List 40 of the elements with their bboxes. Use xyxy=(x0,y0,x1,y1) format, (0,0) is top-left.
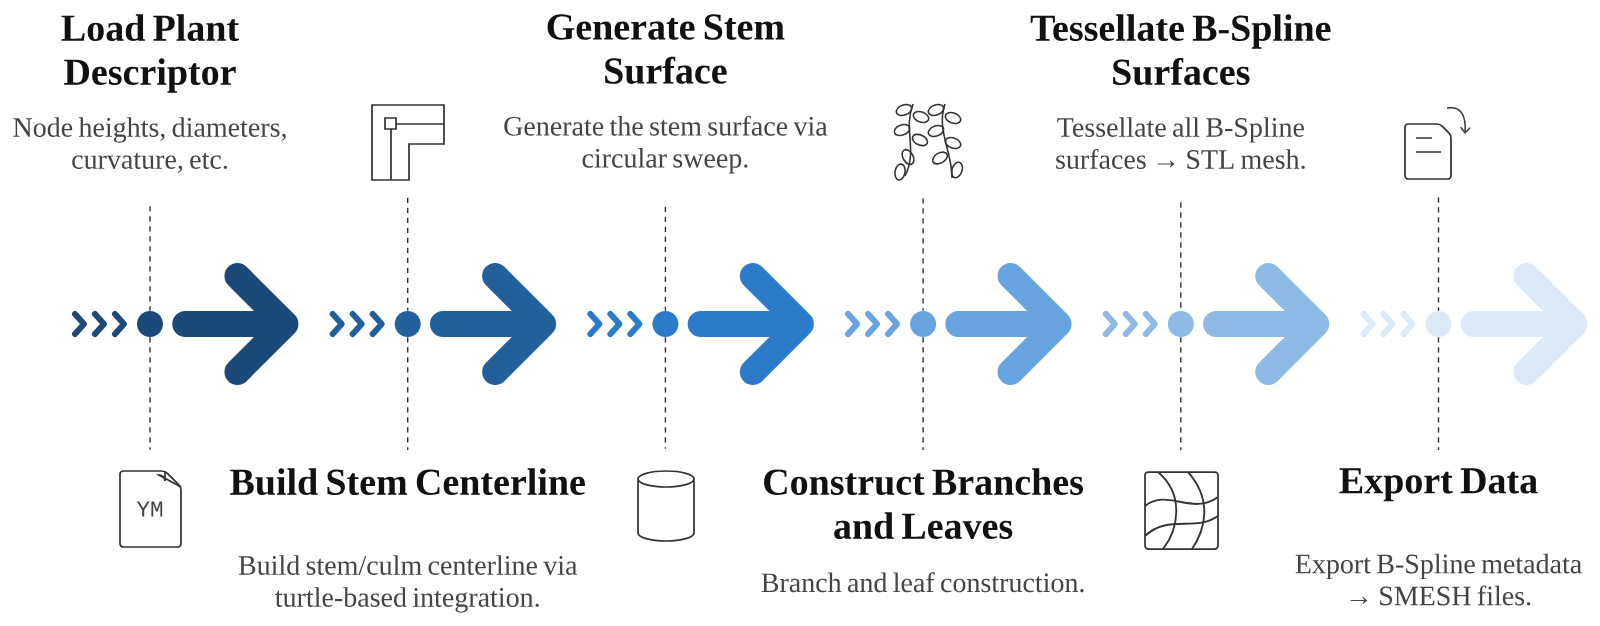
dashed-line xyxy=(922,336,924,451)
step-description: Build stem/culm centerline via turtle-based integration. xyxy=(238,555,578,613)
dashed-line xyxy=(407,197,409,312)
dashed-line xyxy=(922,197,924,312)
step-description: Node heights, diameters, curvature, etc. xyxy=(13,117,286,173)
floor-plan-icon xyxy=(371,104,445,181)
step-title: Generate Stem Surface xyxy=(547,14,785,84)
dashed-line xyxy=(149,336,151,451)
dot xyxy=(652,311,679,337)
dashed-line xyxy=(664,205,667,312)
dashed-line xyxy=(1437,196,1440,312)
dot xyxy=(1167,311,1194,337)
arrow xyxy=(1460,263,1588,385)
dot xyxy=(1425,311,1452,337)
step-description: Generate the stem surface via circular sweep. xyxy=(504,115,828,174)
arrow xyxy=(429,263,557,385)
arrow xyxy=(945,263,1072,385)
leaves-icon xyxy=(893,103,964,181)
dot xyxy=(910,311,937,337)
dashed-line xyxy=(1180,336,1182,451)
step-title: Tessellate B-Spline Surfaces xyxy=(1030,14,1331,86)
cylinder-icon xyxy=(637,470,695,542)
dashed-line xyxy=(149,205,151,312)
step-title: Construct Branches and Leaves xyxy=(764,468,1083,539)
dashed-line xyxy=(407,336,409,451)
step-description: Branch and leaf construction. xyxy=(761,572,1084,593)
arrow xyxy=(687,263,814,385)
step-description: Export B-Spline metadata → SMESH files. xyxy=(1295,553,1582,606)
step-title: Load Plant Descriptor xyxy=(61,14,239,93)
step-title: Export Data xyxy=(1339,468,1538,502)
dashed-line xyxy=(1437,336,1440,451)
step-title: Build Stem Centerline xyxy=(230,468,585,496)
document-icon xyxy=(1404,107,1471,180)
dot xyxy=(394,311,421,337)
dot xyxy=(137,311,163,337)
mesh-grid-icon xyxy=(1144,471,1219,550)
step-description: Tessellate all B-Spline surfaces → STL mesh. xyxy=(1056,117,1305,170)
arrow xyxy=(1203,263,1330,385)
dashed-line xyxy=(664,336,667,450)
arrow xyxy=(172,263,299,385)
